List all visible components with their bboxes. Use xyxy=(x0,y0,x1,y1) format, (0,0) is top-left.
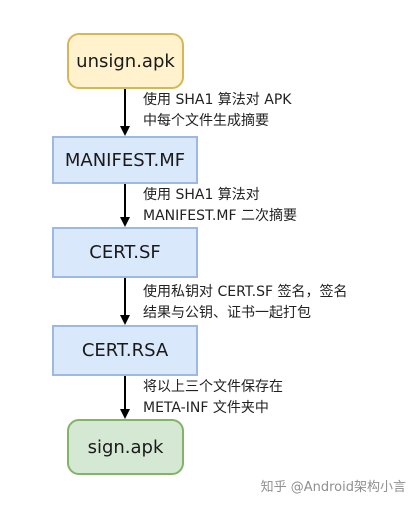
cert-rsa-label: CERT.RSA xyxy=(81,340,169,361)
manifest-mf-label: MANIFEST.MF xyxy=(64,149,186,171)
step2-line2: MANIFEST.MF 二次摘要 xyxy=(143,208,297,224)
step2-line1: 使用 SHA1 算法对 xyxy=(143,187,260,203)
step4-annotation: 将以上三个文件保存在 META-INF 文件夹中 xyxy=(143,377,283,419)
unsigned-apk-label: unsign.apk xyxy=(76,50,175,72)
unsigned-apk-node: unsign.apk xyxy=(67,33,184,89)
watermark: 知乎 @Android架构小言 xyxy=(260,480,406,495)
step2-annotation: 使用 SHA1 算法对 MANIFEST.MF 二次摘要 xyxy=(143,185,297,227)
step4-line2: META-INF 文件夹中 xyxy=(143,400,269,416)
step4-line1: 将以上三个文件保存在 xyxy=(143,379,283,395)
step1-line1: 使用 SHA1 算法对 APK xyxy=(143,92,292,108)
step3-line2: 结果与公钥、证书一起打包 xyxy=(143,305,311,321)
manifest-mf-node: MANIFEST.MF xyxy=(52,136,198,184)
cert-sf-label: CERT.SF xyxy=(89,242,161,263)
step3-annotation: 使用私钥对 CERT.SF 签名，签名 结果与公钥、证书一起打包 xyxy=(143,282,348,324)
signed-apk-node: sign.apk xyxy=(67,419,184,475)
step3-line1: 使用私钥对 CERT.SF 签名，签名 xyxy=(143,284,348,300)
cert-rsa-node: CERT.RSA xyxy=(52,325,198,376)
cert-sf-node: CERT.SF xyxy=(52,227,198,278)
signed-apk-label: sign.apk xyxy=(87,436,164,458)
step1-line2: 中每个文件生成摘要 xyxy=(143,113,269,129)
step1-annotation: 使用 SHA1 算法对 APK 中每个文件生成摘要 xyxy=(143,90,291,132)
